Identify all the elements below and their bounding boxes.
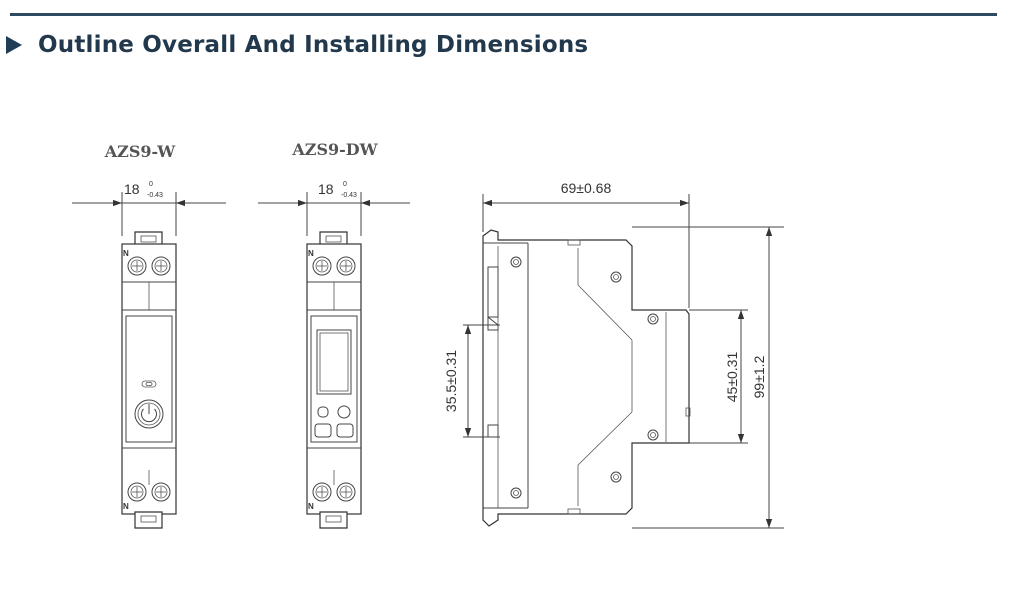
total-height-dimension: 99±1.2 (751, 355, 767, 398)
width-dim-azs9-dw: 18 (318, 181, 334, 197)
width-tol-upper-azs9-w: 0 (149, 181, 153, 188)
width-tol-upper-azs9-dw: 0 (343, 181, 347, 188)
section-header: Outline Overall And Installing Dimension… (6, 30, 588, 60)
side-view: 69±0.68 35.5±0.31 (443, 180, 784, 529)
width-tol-lower-azs9-dw: -0.43 (341, 192, 357, 199)
front-height-dimension: 45±0.31 (724, 352, 740, 403)
terminal-n-top-azs9-w: N (123, 249, 129, 258)
play-triangle-icon (6, 36, 22, 54)
rail-dimension: 35.5±0.31 (443, 350, 459, 412)
terminal-n-bottom-azs9-w: N (123, 502, 129, 511)
width-tol-lower-azs9-w: -0.43 (147, 192, 163, 199)
lcd-screen (316, 329, 352, 395)
power-button-icon (134, 399, 164, 429)
model-label-azs9-w: AZS9-W (104, 142, 177, 161)
model-label-azs9-dw: AZS9-DW (291, 140, 378, 159)
device-azs9-w: AZS9-W 18 0 -0.43 N (72, 142, 226, 529)
device-azs9-dw: AZS9-DW 18 0 -0.43 N N (258, 140, 410, 529)
page-title: Outline Overall And Installing Dimension… (38, 32, 589, 58)
width-dim-azs9-w: 18 (124, 181, 140, 197)
header-rule (10, 13, 997, 16)
terminal-n-top-azs9-dw: N (308, 249, 314, 258)
terminal-n-bottom-azs9-dw: N (308, 502, 314, 511)
depth-dimension: 69±0.68 (561, 180, 612, 196)
